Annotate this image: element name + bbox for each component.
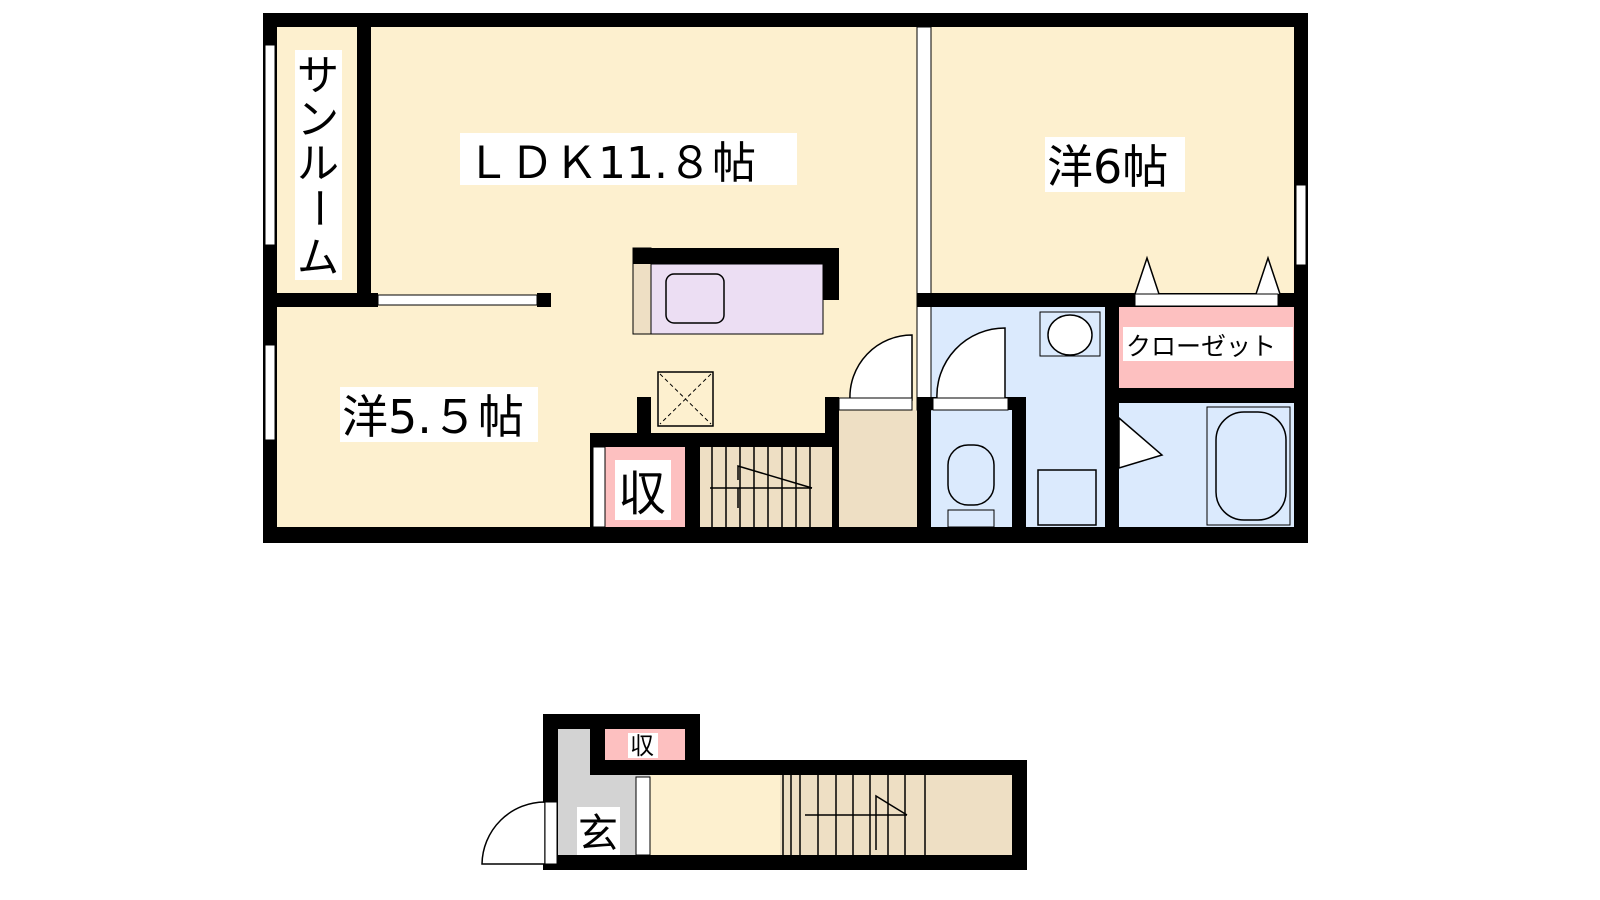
closet-doors[interactable] <box>1134 255 1281 295</box>
hall-lower <box>650 775 780 855</box>
label-sunroom: サ ン ル ー ム <box>294 51 343 282</box>
window-western-6 <box>1295 184 1307 266</box>
window-western-55 <box>264 344 276 441</box>
label-western-55: 洋5.５帖 <box>342 390 524 444</box>
svg-text:ー: ー <box>294 187 343 229</box>
hall <box>839 410 917 527</box>
toilet-icon <box>947 444 995 506</box>
washing-machine-icon <box>1037 469 1097 526</box>
hatch-icon <box>657 371 714 427</box>
label-western-6: 洋6帖 <box>1047 140 1168 194</box>
label-storage-upper: 収 <box>618 466 666 522</box>
toilet-room <box>931 410 1012 527</box>
label-closet: クローゼット <box>1126 332 1276 361</box>
sliding-door[interactable] <box>377 294 538 306</box>
door-hall[interactable] <box>849 334 913 401</box>
svg-text:サ: サ <box>297 51 339 100</box>
bathtub-icon <box>1206 406 1291 526</box>
washbasin-icon <box>1039 311 1101 357</box>
entrance-door[interactable] <box>481 801 546 865</box>
window-sunroom <box>264 44 276 246</box>
label-ldk: ＬＤＫ11.８帖 <box>466 138 756 189</box>
door-washroom[interactable] <box>936 327 1006 401</box>
svg-text:ン: ン <box>297 95 339 144</box>
door-bathroom[interactable] <box>1118 416 1164 470</box>
label-storage-lower: 収 <box>630 732 654 760</box>
svg-text:ル: ル <box>297 139 339 188</box>
sink-icon <box>665 273 725 324</box>
label-entrance: 玄 <box>578 811 618 857</box>
stairs-upper <box>700 447 832 527</box>
svg-text:ム: ム <box>297 233 339 282</box>
